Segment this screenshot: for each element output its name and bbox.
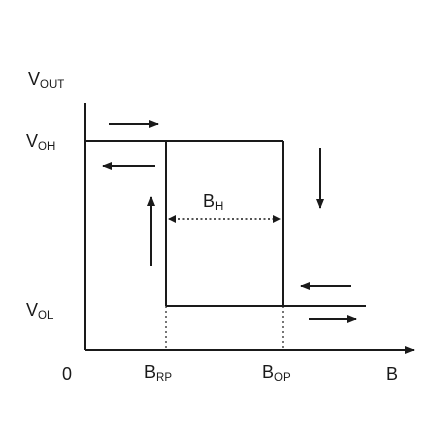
output-low-label: VOL xyxy=(26,300,54,322)
origin-label: 0 xyxy=(62,364,72,384)
y-axis-label: VOUT xyxy=(28,69,64,91)
operate-point-label: BOP xyxy=(262,362,291,384)
hysteresis-label: BH xyxy=(203,191,223,213)
release-point-label: BRP xyxy=(144,362,172,384)
x-axis-label: B xyxy=(386,364,398,384)
output-high-label: VOH xyxy=(26,131,55,153)
